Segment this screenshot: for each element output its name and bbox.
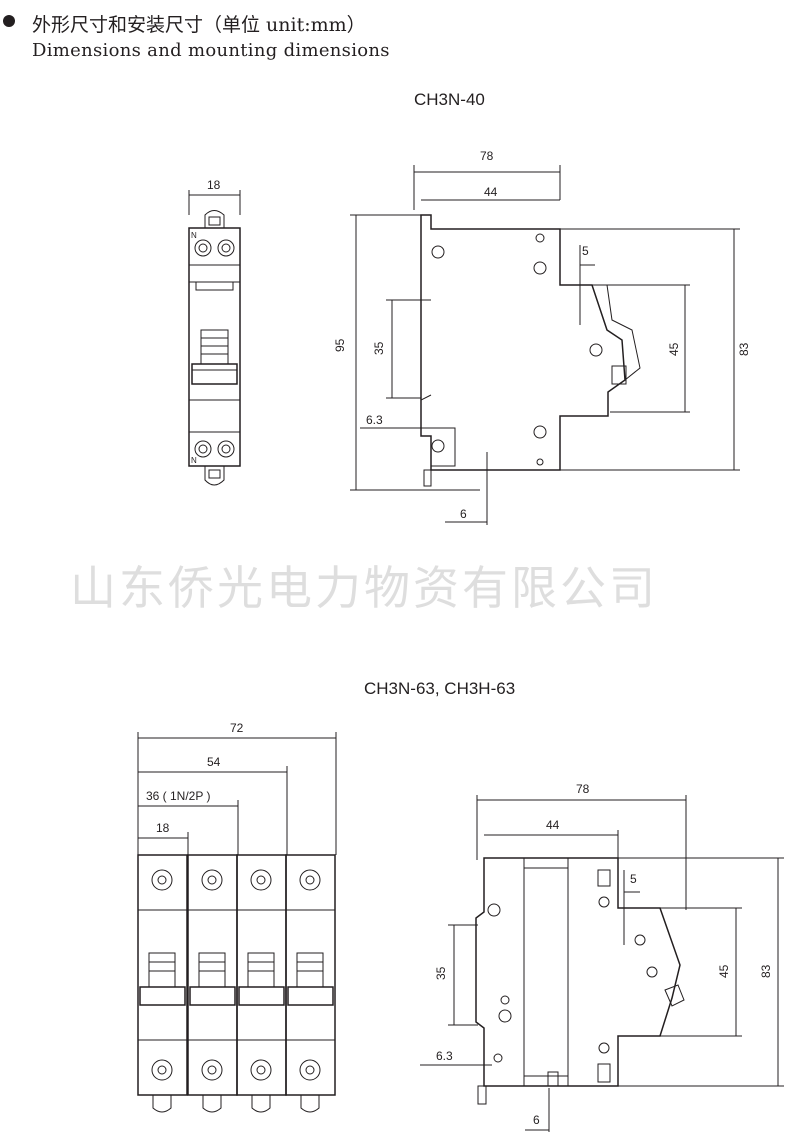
bottom-side-rail-depth-dim: 6.3 [436, 1049, 453, 1063]
top-side-step-dim: 5 [582, 244, 589, 258]
top-side-rail-height-dim: 35 [372, 341, 386, 355]
bottom-side-depth-front-dim: 44 [546, 818, 560, 832]
bottom-side-step-dim: 5 [630, 872, 637, 886]
watermark: 山东侨光电力物资有限公司 [70, 561, 658, 615]
svg-text:N: N [191, 456, 197, 465]
title-english: Dimensions and mounting dimensions [32, 40, 390, 61]
bottom-side-depth-total-dim: 78 [576, 782, 590, 796]
bottom-side-rail-height-dim: 35 [434, 966, 448, 980]
top-front-view: 18 N N [188, 178, 241, 486]
top-side-rail-offset-dim: 6 [460, 507, 467, 521]
bottom-side-height-body-dim: 83 [759, 964, 773, 978]
bottom-front-width-1p-dim: 18 [156, 821, 170, 835]
top-side-depth-front-dim: 44 [484, 185, 498, 199]
top-side-height-total-dim: 95 [333, 338, 347, 352]
svg-text:N: N [191, 231, 197, 240]
title-chinese: 外形尺寸和安装尺寸（单位 unit:mm） [32, 14, 366, 36]
bottom-front-width-2p-dim: 36 ( 1N/2P ) [146, 789, 210, 803]
bottom-side-view: 78 44 35 5 45 83 [420, 782, 784, 1132]
bottom-front-view: 72 54 36 ( 1N/2P ) 18 [137, 721, 337, 1113]
top-side-height-body-dim: 83 [737, 342, 751, 356]
model-label-bottom: CH3N-63, CH3H-63 [364, 679, 516, 698]
bottom-front-width-4p-dim: 72 [230, 721, 244, 735]
model-label-top: CH3N-40 [414, 90, 485, 109]
top-front-width-dim: 18 [207, 178, 221, 192]
top-side-view: 78 44 95 35 5 45 83 [333, 149, 751, 525]
bullet-icon [3, 15, 15, 27]
bottom-front-width-3p-dim: 54 [207, 755, 221, 769]
top-side-rail-depth-dim: 6.3 [366, 413, 383, 427]
top-side-height-mid-dim: 45 [667, 342, 681, 356]
bottom-side-rail-offset-dim: 6 [533, 1113, 540, 1127]
top-side-depth-total-dim: 78 [480, 149, 494, 163]
bottom-side-height-mid-dim: 45 [717, 964, 731, 978]
